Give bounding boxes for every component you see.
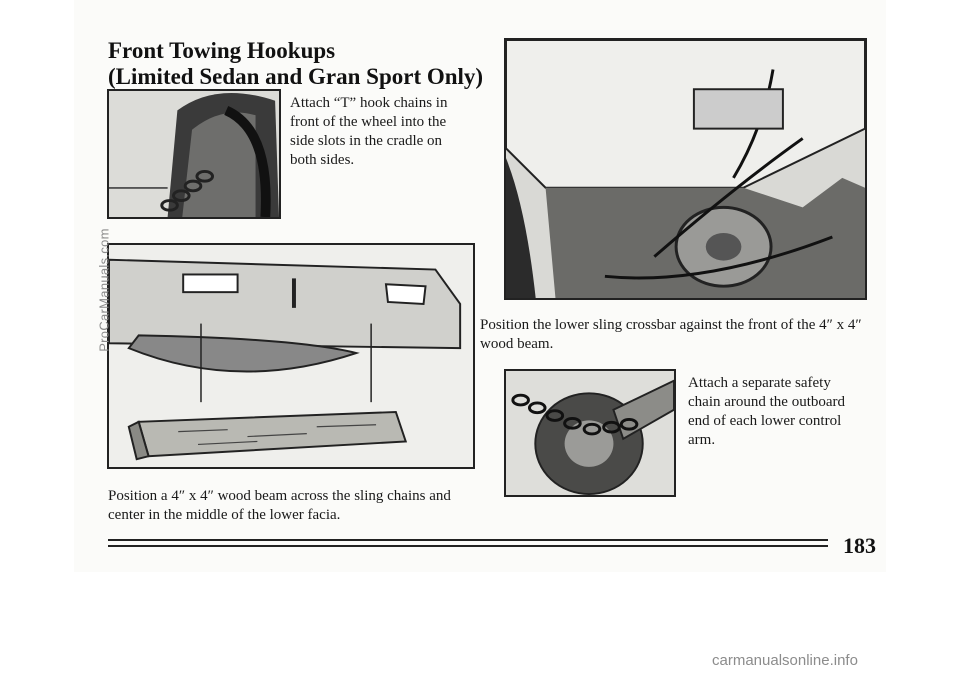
figure-safety-chain: [504, 369, 676, 497]
page-number: 183: [843, 533, 876, 558]
page-rule-top: [108, 539, 828, 541]
watermark-vertical: ProCarManuals.com: [96, 190, 112, 390]
heading-line-2: (Limited Sedan and Gran Sport Only): [108, 64, 484, 89]
watermark-text: ProCarManuals.com: [96, 228, 112, 352]
section-heading: Front Towing Hookups (Limited Sedan and …: [108, 38, 483, 90]
heading-line-1: Front Towing Hookups: [108, 38, 336, 63]
figure-t-hook-chain: [107, 89, 281, 219]
step-attach-t-hook: Attach “T” hook chains in front of the w…: [290, 95, 448, 168]
footer-watermark: carmanualsonline.info: [712, 652, 858, 669]
step-position-beam: Position a 4″ x 4″ wood beam across the …: [108, 488, 451, 523]
figure-wood-beam: [107, 243, 475, 469]
step-position-crossbar: Position the lower sling crossbar agains…: [480, 317, 862, 352]
page-rule-bottom: [108, 545, 828, 547]
figure-sling-chains: [504, 38, 867, 300]
step-safety-chain: Attach a separate safety chain around th…: [688, 375, 846, 448]
